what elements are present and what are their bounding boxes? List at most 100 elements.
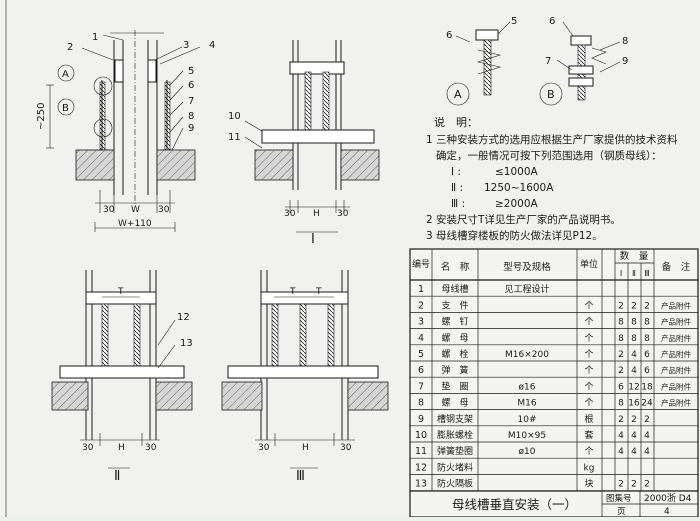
- row-qty-3: 18: [641, 382, 653, 392]
- callout-circle-b: [57, 98, 75, 116]
- row-qty-1: 4: [618, 431, 624, 441]
- label-6: 6: [188, 80, 194, 91]
- dim-t-3a: T: [289, 287, 296, 297]
- row-qty-1: 2: [618, 366, 624, 376]
- row-remark: 产品附件: [661, 381, 691, 391]
- detail-b-label-8: 8: [622, 36, 628, 47]
- row-number: 4: [418, 333, 424, 344]
- row-name: 膨胀螺栓: [437, 429, 473, 441]
- dim-t-3b: T: [315, 287, 322, 297]
- row-name: 螺 钉: [441, 317, 468, 328]
- row-unit: 个: [584, 365, 593, 376]
- row-spec: 见工程设计: [504, 283, 549, 295]
- row-qty-1: 2: [618, 415, 624, 425]
- row-spec: M16×200: [505, 350, 549, 360]
- row-qty-1: 2: [618, 350, 624, 360]
- row-qty-3: 8: [644, 334, 650, 344]
- row-qty-3: 24: [641, 399, 653, 409]
- dim-30-b: 30: [158, 205, 170, 215]
- page-number: 4: [664, 507, 670, 517]
- label-13: 13: [180, 338, 193, 349]
- row-qty-2: 4: [631, 431, 637, 441]
- row-qty-3: 8: [644, 318, 650, 328]
- dim-t-2: T: [117, 287, 124, 297]
- row-name: 槽钢支架: [437, 413, 473, 425]
- view-II: [51, 270, 193, 469]
- note-range-2-label: Ⅱ :: [451, 182, 463, 194]
- row-number: 6: [418, 365, 424, 376]
- row-number: 13: [415, 479, 427, 490]
- row-qty-1: 4: [618, 447, 624, 457]
- dim-h-2: H: [118, 443, 125, 453]
- row-remark: 产品附件: [661, 333, 691, 343]
- callout-circle-a: [57, 64, 75, 82]
- callout-a: A: [62, 69, 69, 80]
- page-label: 页: [617, 507, 626, 517]
- header-spec: 型号及规格: [503, 261, 551, 273]
- floor-slab-left: [75, 149, 115, 181]
- row-unit: 个: [584, 333, 593, 344]
- label-4: 4: [209, 40, 215, 51]
- bracket-right: [147, 59, 157, 83]
- atlas-number-label: 图集号: [606, 493, 632, 504]
- floor-slab-right: [156, 149, 196, 181]
- note-range-3-value: ≥2000A: [495, 198, 539, 210]
- row-number: 5: [418, 349, 424, 360]
- row-qty-1: 8: [618, 334, 624, 344]
- dim-30-g: 30: [258, 443, 270, 453]
- header-qty-2: Ⅱ: [632, 269, 636, 278]
- row-qty-2: 4: [631, 447, 637, 457]
- note-3: 3 母线槽穿楼板的防火做法详见P12。: [426, 229, 603, 242]
- row-number: 1: [418, 284, 424, 295]
- note-1-line-1: 1 三种安装方式的选用应根据生产厂家提供的技术资料: [426, 133, 678, 146]
- row-spec: M16: [517, 399, 536, 409]
- detail-B: [539, 21, 621, 106]
- row-name: 防火隔板: [437, 478, 473, 490]
- detail-a-label-5: 5: [511, 16, 517, 27]
- note-1-line-2: 确定，一般情况可按下列范围选用（钢质母线）：: [436, 149, 662, 162]
- note-2: 2 安装尺寸T详见生产厂家的产品说明书。: [426, 213, 621, 226]
- row-qty-3: 2: [644, 301, 650, 311]
- label-2: 2: [67, 42, 73, 53]
- row-qty-2: 12: [628, 382, 639, 392]
- header-remark: 备 注: [662, 261, 691, 273]
- header-unit: 单位: [580, 258, 598, 270]
- row-name: 弹簧垫圈: [437, 445, 473, 457]
- row-qty-3: 6: [644, 366, 650, 376]
- detail-b-label-9: 9: [622, 56, 628, 67]
- label-11: 11: [228, 132, 241, 143]
- row-unit: kg: [584, 463, 595, 473]
- row-remark: 产品附件: [661, 365, 691, 375]
- row-qty-2: 2: [631, 415, 637, 425]
- view-I: [244, 40, 380, 233]
- row-number: 9: [418, 414, 424, 425]
- row-qty-2: 8: [631, 318, 637, 328]
- header-number: 编号: [412, 258, 430, 270]
- detail-b-title: B: [547, 88, 555, 101]
- row-name: 支 件: [441, 299, 468, 311]
- row-unit: 块: [584, 478, 593, 490]
- row-qty-3: 6: [644, 350, 650, 360]
- row-unit: 个: [584, 446, 593, 457]
- dim-30-a: 30: [103, 205, 115, 215]
- row-name: 母线槽: [441, 283, 468, 295]
- row-qty-2: 2: [631, 480, 637, 490]
- row-remark: 产品附件: [661, 349, 691, 359]
- view-label-II: Ⅱ: [114, 469, 120, 484]
- row-unit: 个: [584, 349, 593, 360]
- row-name: 防火堵料: [437, 461, 473, 473]
- row-qty-1: 2: [618, 301, 624, 311]
- row-spec: ø16: [519, 382, 536, 392]
- drawing-title: 母线槽垂直安装（一）: [452, 497, 577, 512]
- row-unit: 根: [584, 413, 593, 425]
- dim-30-f: 30: [145, 443, 157, 453]
- detail-a-title: A: [454, 88, 462, 101]
- label-7: 7: [188, 96, 194, 107]
- label-10: 10: [228, 111, 241, 122]
- row-qty-1: 8: [618, 318, 624, 328]
- row-qty-2: 16: [628, 399, 640, 409]
- header-quantity: 数 量: [620, 250, 649, 262]
- row-qty-1: 2: [618, 480, 624, 490]
